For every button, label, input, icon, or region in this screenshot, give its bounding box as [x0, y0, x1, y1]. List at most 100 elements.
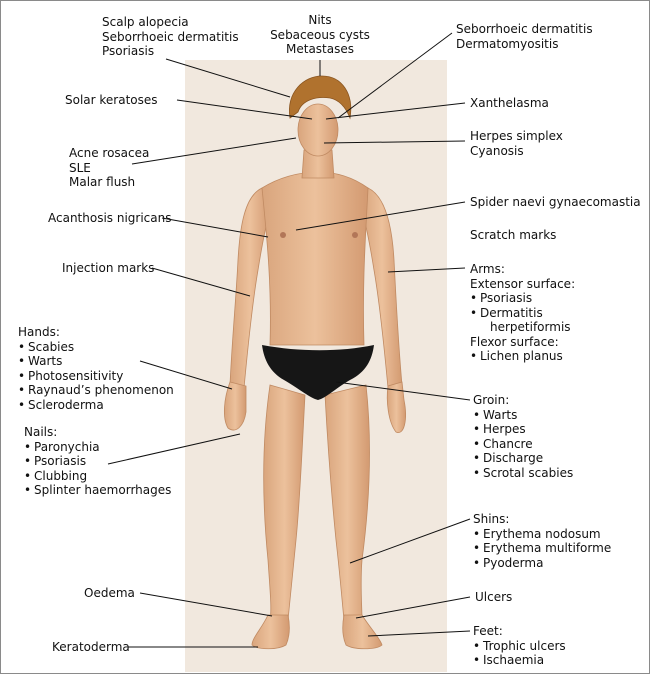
- label-groin-title: Groin:: [473, 393, 510, 407]
- list-item: Scrotal scabies: [473, 466, 573, 481]
- label-face-derm-group: Seborrhoeic dermatitis Dermatomyositis: [456, 22, 593, 51]
- leader-feet: [367, 630, 471, 637]
- left-foot: [251, 614, 290, 650]
- label-arms-flexor-title: Flexor surface:: [470, 334, 559, 349]
- list-item: Erythema nodosum: [473, 527, 611, 542]
- label-scratch-marks: Scratch marks: [470, 228, 557, 242]
- list-item: Psoriasis: [470, 291, 575, 306]
- list-item: Warts: [18, 354, 174, 369]
- list-item: Trophic ulcers: [473, 639, 566, 654]
- label-nails-title: Nails:: [24, 425, 58, 439]
- list-item: Psoriasis: [24, 454, 171, 469]
- leader-groin: [335, 381, 471, 401]
- list-item: Warts: [473, 408, 573, 423]
- label-xanthelasma: Xanthelasma: [470, 96, 549, 110]
- list-item: Photosensitivity: [18, 369, 174, 384]
- label-arms-group: Arms: Extensor surface: Psoriasis Dermat…: [470, 262, 575, 364]
- label-scalp-group: Scalp alopecia Seborrhoeic dermatitis Ps…: [102, 15, 239, 59]
- list-item: Splinter haemorrhages: [24, 483, 171, 498]
- label-metastases: Metastases: [286, 42, 354, 56]
- leader-seb-right: [337, 32, 453, 119]
- list-item: Ischaemia: [473, 653, 566, 668]
- label-nits: Nits: [308, 13, 332, 27]
- list-item: Lichen planus: [470, 349, 575, 364]
- leader-lines: [107, 32, 471, 648]
- label-dermatomyositis: Dermatomyositis: [456, 36, 559, 51]
- leader-acanthosis: [161, 217, 269, 238]
- label-malar-flush: Malar flush: [69, 175, 136, 189]
- leader-oedema: [139, 592, 273, 617]
- label-sle: SLE: [69, 160, 91, 175]
- label-seborrhoeic-dermatitis-face: Seborrhoeic dermatitis: [456, 22, 593, 36]
- list-shins: Erythema nodosum Erythema multiforme Pyo…: [473, 527, 611, 571]
- list-arms-extensor: Psoriasis Dermatitis herpetiformis: [470, 291, 575, 335]
- right-hand: [386, 381, 406, 433]
- label-feet-title: Feet:: [473, 624, 503, 638]
- label-shins-group: Shins: Erythema nodosum Erythema multifo…: [473, 512, 611, 570]
- list-item: Paronychia: [24, 440, 171, 455]
- leader-herpes: [323, 140, 466, 144]
- label-groin-group: Groin: Warts Herpes Chancre Discharge Sc…: [473, 393, 573, 480]
- list-item: Herpes: [473, 422, 573, 437]
- label-face-left-group: Acne rosacea SLE Malar flush: [69, 146, 149, 190]
- list-item: Clubbing: [24, 469, 171, 484]
- label-seborrhoeic-dermatitis-scalp: Seborrhoeic dermatitis: [102, 29, 239, 44]
- label-acne-rosacea: Acne rosacea: [69, 146, 150, 160]
- list-item: Scleroderma: [18, 398, 174, 413]
- list-item: Discharge: [473, 451, 573, 466]
- label-shins-title: Shins:: [473, 512, 510, 526]
- right-leg: [324, 384, 370, 621]
- label-acanthosis-nigricans: Acanthosis nigricans: [48, 211, 172, 225]
- label-psoriasis-scalp: Psoriasis: [102, 44, 155, 58]
- leader-injection: [151, 267, 251, 297]
- label-hands-group: Hands: Scabies Warts Photosensitivity Ra…: [18, 325, 174, 412]
- leader-arms: [387, 267, 466, 273]
- leader-spider: [295, 201, 466, 231]
- right-nipple: [352, 232, 358, 238]
- leader-acne: [131, 137, 297, 165]
- left-leg: [263, 384, 306, 621]
- left-hand: [224, 381, 247, 431]
- list-item: Erythema multiforme: [473, 541, 611, 556]
- label-feet-group: Feet: Trophic ulcers Ischaemia: [473, 624, 566, 668]
- list-groin: Warts Herpes Chancre Discharge Scrotal s…: [473, 408, 573, 481]
- hair: [289, 75, 352, 120]
- human-body: [224, 103, 406, 650]
- leader-scalp: [165, 58, 291, 98]
- leader-shins: [349, 518, 471, 564]
- label-lips-group: Herpes simplex Cyanosis: [470, 129, 563, 158]
- left-arm: [229, 187, 271, 389]
- label-scalp-alopecia: Scalp alopecia: [102, 15, 189, 29]
- list-item-continuation: herpetiformis: [490, 320, 571, 334]
- list-item: Chancre: [473, 437, 573, 452]
- underwear: [262, 345, 374, 400]
- leader-xanthelasma: [325, 102, 466, 120]
- head: [297, 103, 339, 157]
- label-herpes-simplex: Herpes simplex: [470, 129, 563, 143]
- label-oedema: Oedema: [84, 586, 135, 600]
- list-hands: Scabies Warts Photosensitivity Raynaud’s…: [18, 340, 174, 413]
- list-item: Dermatitis: [470, 306, 575, 321]
- list-arms-flexor: Lichen planus: [470, 349, 575, 364]
- label-nits-group: Nits Sebaceous cysts Metastases: [258, 13, 382, 57]
- label-arms-title: Arms:: [470, 262, 505, 276]
- label-injection-marks: Injection marks: [62, 261, 155, 275]
- left-nipple: [280, 232, 286, 238]
- list-item: Raynaud’s phenomenon: [18, 383, 174, 398]
- list-item: Pyoderma: [473, 556, 611, 571]
- label-sebaceous-cysts: Sebaceous cysts: [270, 27, 370, 42]
- torso: [261, 171, 369, 346]
- label-solar-keratoses: Solar keratoses: [65, 93, 158, 107]
- label-arms-extensor-title: Extensor surface:: [470, 276, 576, 291]
- label-nails-group: Nails: Paronychia Psoriasis Clubbing Spl…: [24, 425, 171, 498]
- label-hands-title: Hands:: [18, 325, 60, 339]
- label-cyanosis: Cyanosis: [470, 143, 524, 158]
- label-ulcers: Ulcers: [475, 590, 513, 604]
- list-feet: Trophic ulcers Ischaemia: [473, 639, 566, 668]
- list-nails: Paronychia Psoriasis Clubbing Splinter h…: [24, 440, 171, 498]
- label-spider-naevi: Spider naevi gynaecomastia: [470, 195, 641, 209]
- leader-ulcers: [355, 596, 471, 619]
- label-keratoderma: Keratoderma: [52, 640, 130, 654]
- leader-solar: [176, 99, 313, 120]
